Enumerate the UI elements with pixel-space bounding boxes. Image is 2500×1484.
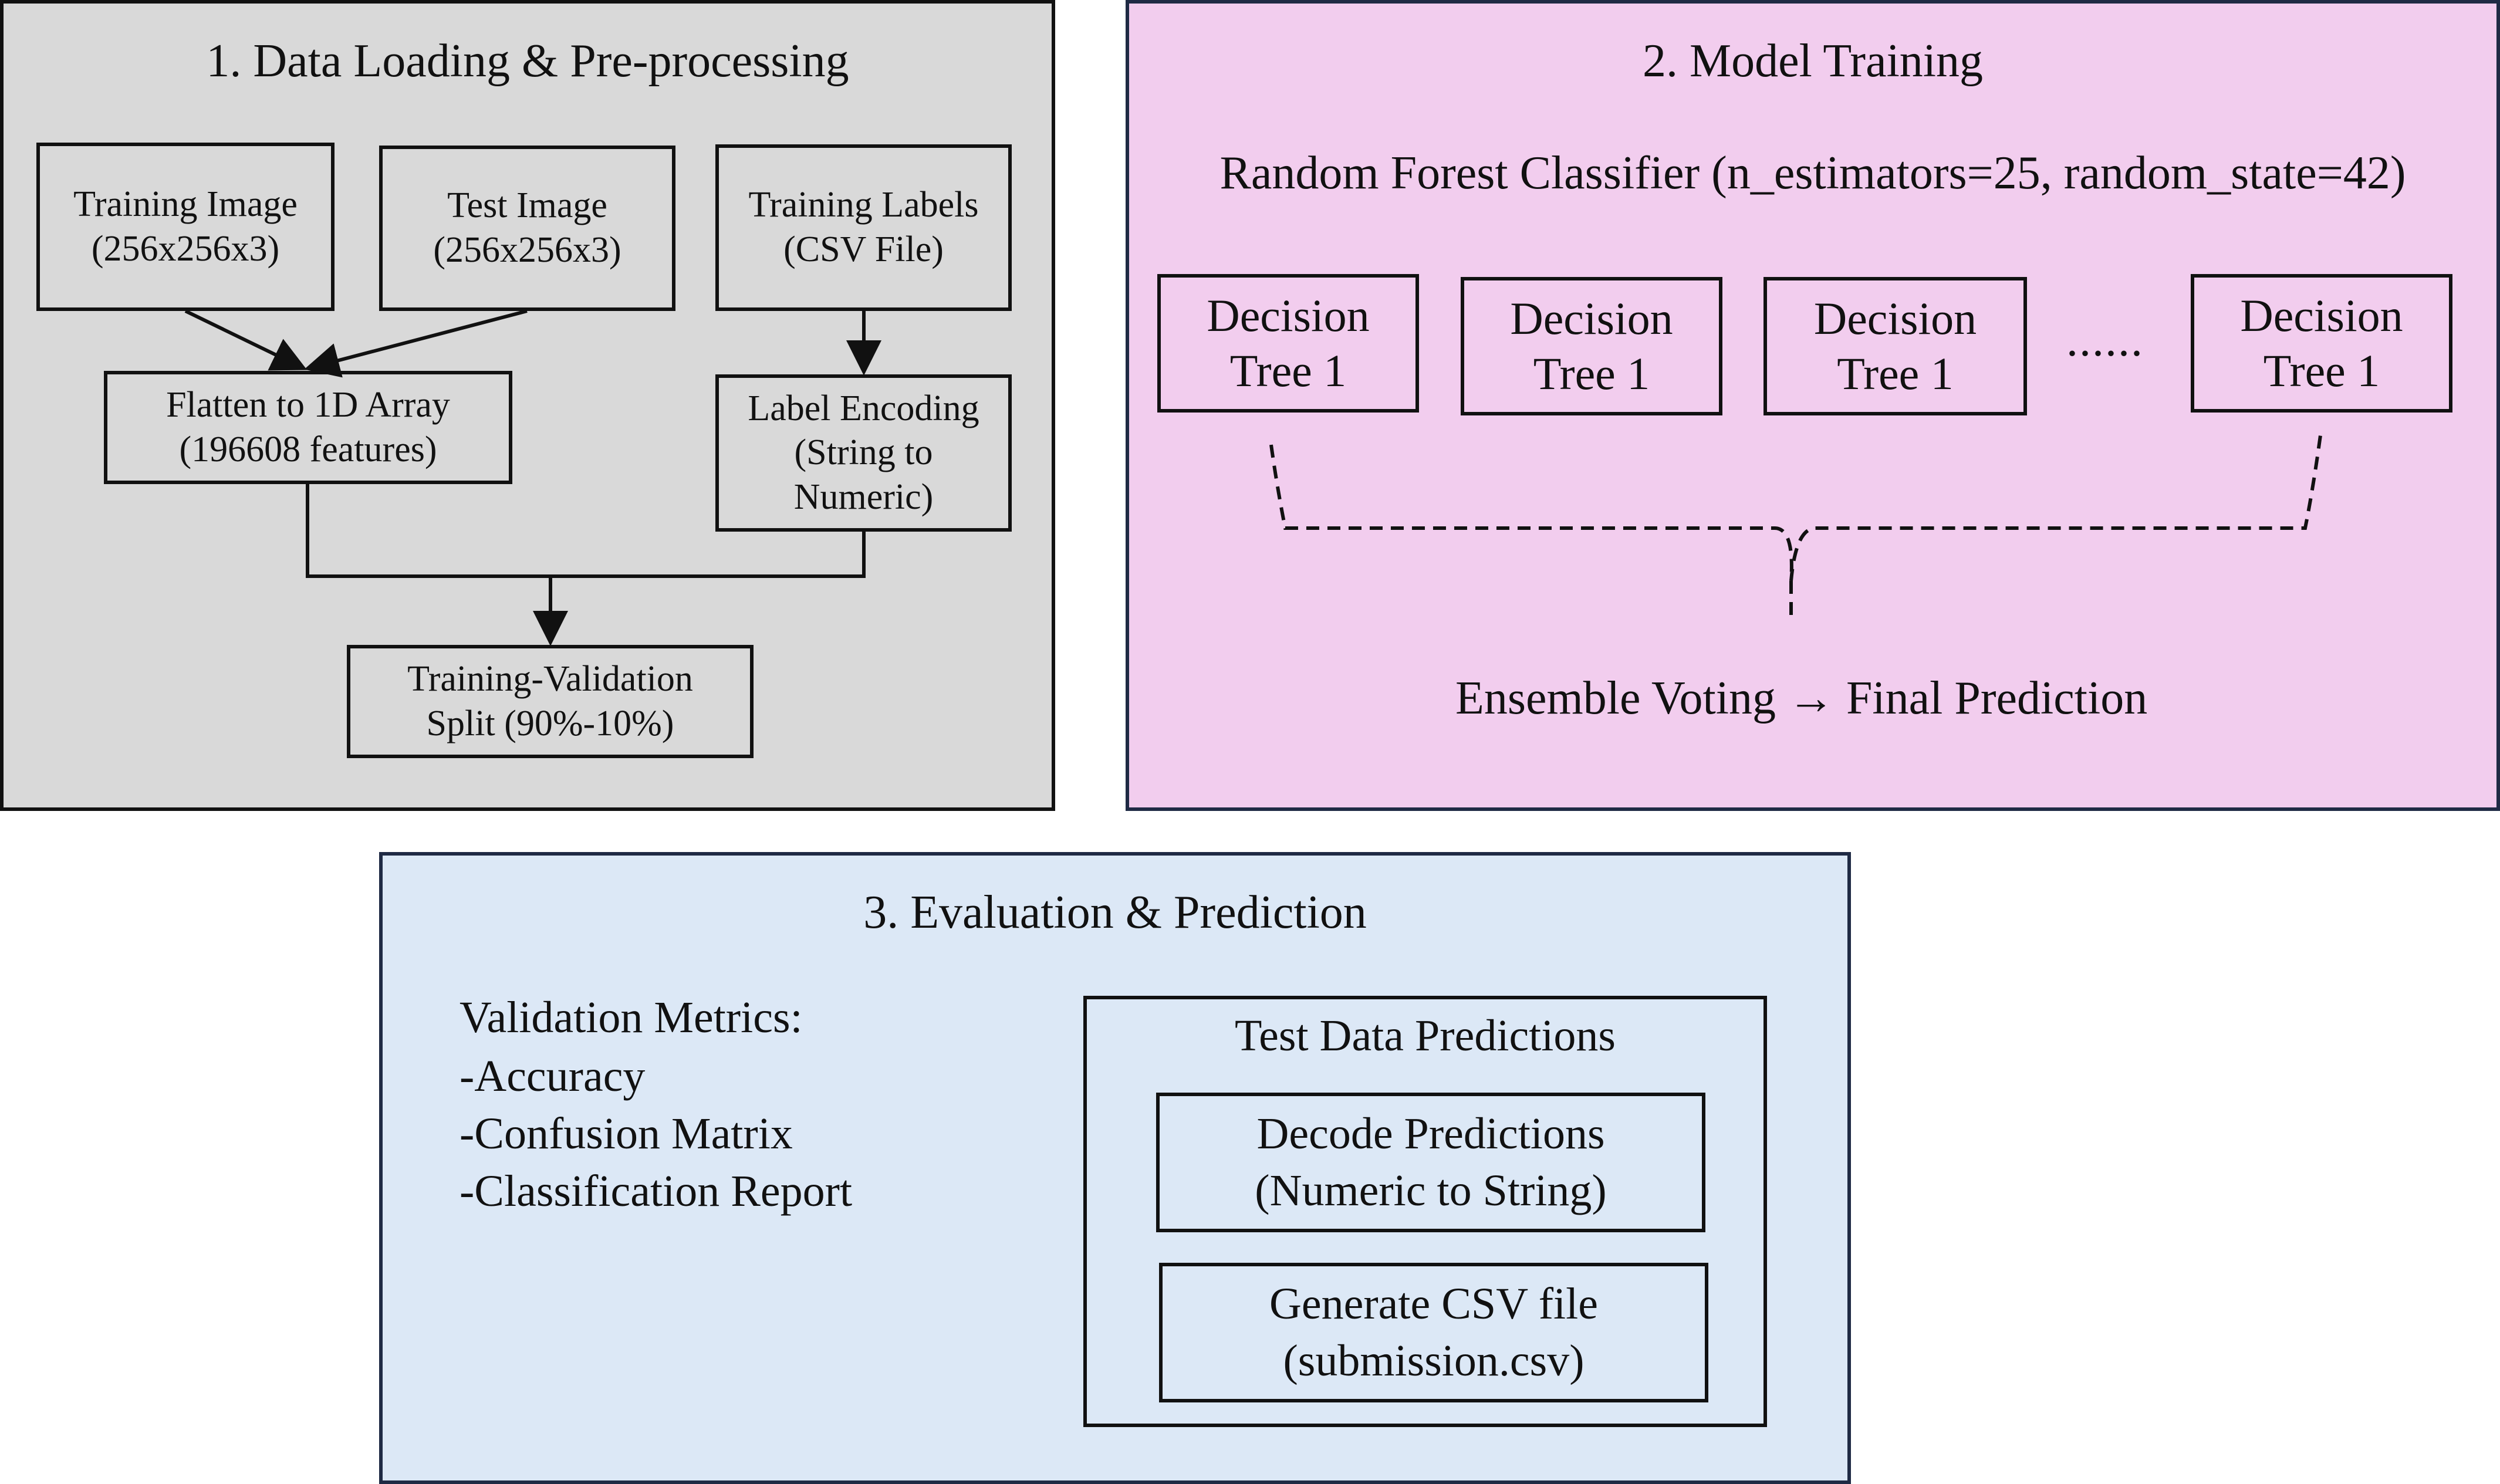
tree-ellipsis: ......	[2066, 315, 2144, 366]
ensemble-label: Ensemble Voting → Final Prediction	[1455, 672, 2148, 724]
test-predictions-title: Test Data Predictions	[1235, 1011, 1616, 1060]
panel-data-loading: 1. Data Loading & Pre-processing	[0, 0, 1055, 811]
metrics-title: Validation Metrics:	[460, 993, 803, 1042]
metric-item: -Classification Report	[460, 1167, 853, 1216]
flatten-box: Flatten to 1D Array (196608 features)	[104, 371, 512, 484]
arrow-training-image-to-flatten	[184, 309, 308, 371]
generate-csv-box: Generate CSV file (submission.csv)	[1159, 1263, 1708, 1402]
metric-item: -Confusion Matrix	[460, 1109, 793, 1158]
test-image-box: Test Image (256x256x3)	[379, 146, 675, 311]
panel-title-model-training: 2. Model Training	[1642, 35, 1984, 87]
decode-predictions-box: Decode Predictions (Numeric to String)	[1156, 1093, 1705, 1232]
split-box: Training-Validation Split (90%-10%)	[347, 645, 754, 758]
panel-evaluation: 3. Evaluation & Prediction	[379, 852, 1851, 1484]
decision-tree-box: Decision Tree 1	[2191, 274, 2452, 413]
training-labels-box: Training Labels (CSV File)	[715, 144, 1012, 311]
training-image-box: Training Image (256x256x3)	[36, 143, 335, 311]
classifier-label: Random Forest Classifier (n_estimators=2…	[1219, 147, 2406, 199]
metric-item: -Accuracy	[460, 1052, 646, 1101]
merge-line	[306, 484, 866, 578]
panel-title-evaluation: 3. Evaluation & Prediction	[863, 887, 1367, 938]
decision-tree-box: Decision Tree 1	[1461, 277, 1722, 415]
panel-model-training: 2. Model Training	[1126, 0, 2500, 811]
arrow-test-image-to-flatten	[304, 309, 528, 378]
test-predictions-box: Test Data Predictions	[1083, 996, 1767, 1427]
ensemble-brace	[1269, 435, 2322, 582]
decision-tree-box: Decision Tree 1	[1157, 274, 1419, 413]
decision-tree-box: Decision Tree 1	[1763, 277, 2027, 415]
label-encoding-box: Label Encoding (String to Numeric)	[715, 374, 1012, 532]
panel-title-data-loading: 1. Data Loading & Pre-processing	[206, 35, 849, 87]
